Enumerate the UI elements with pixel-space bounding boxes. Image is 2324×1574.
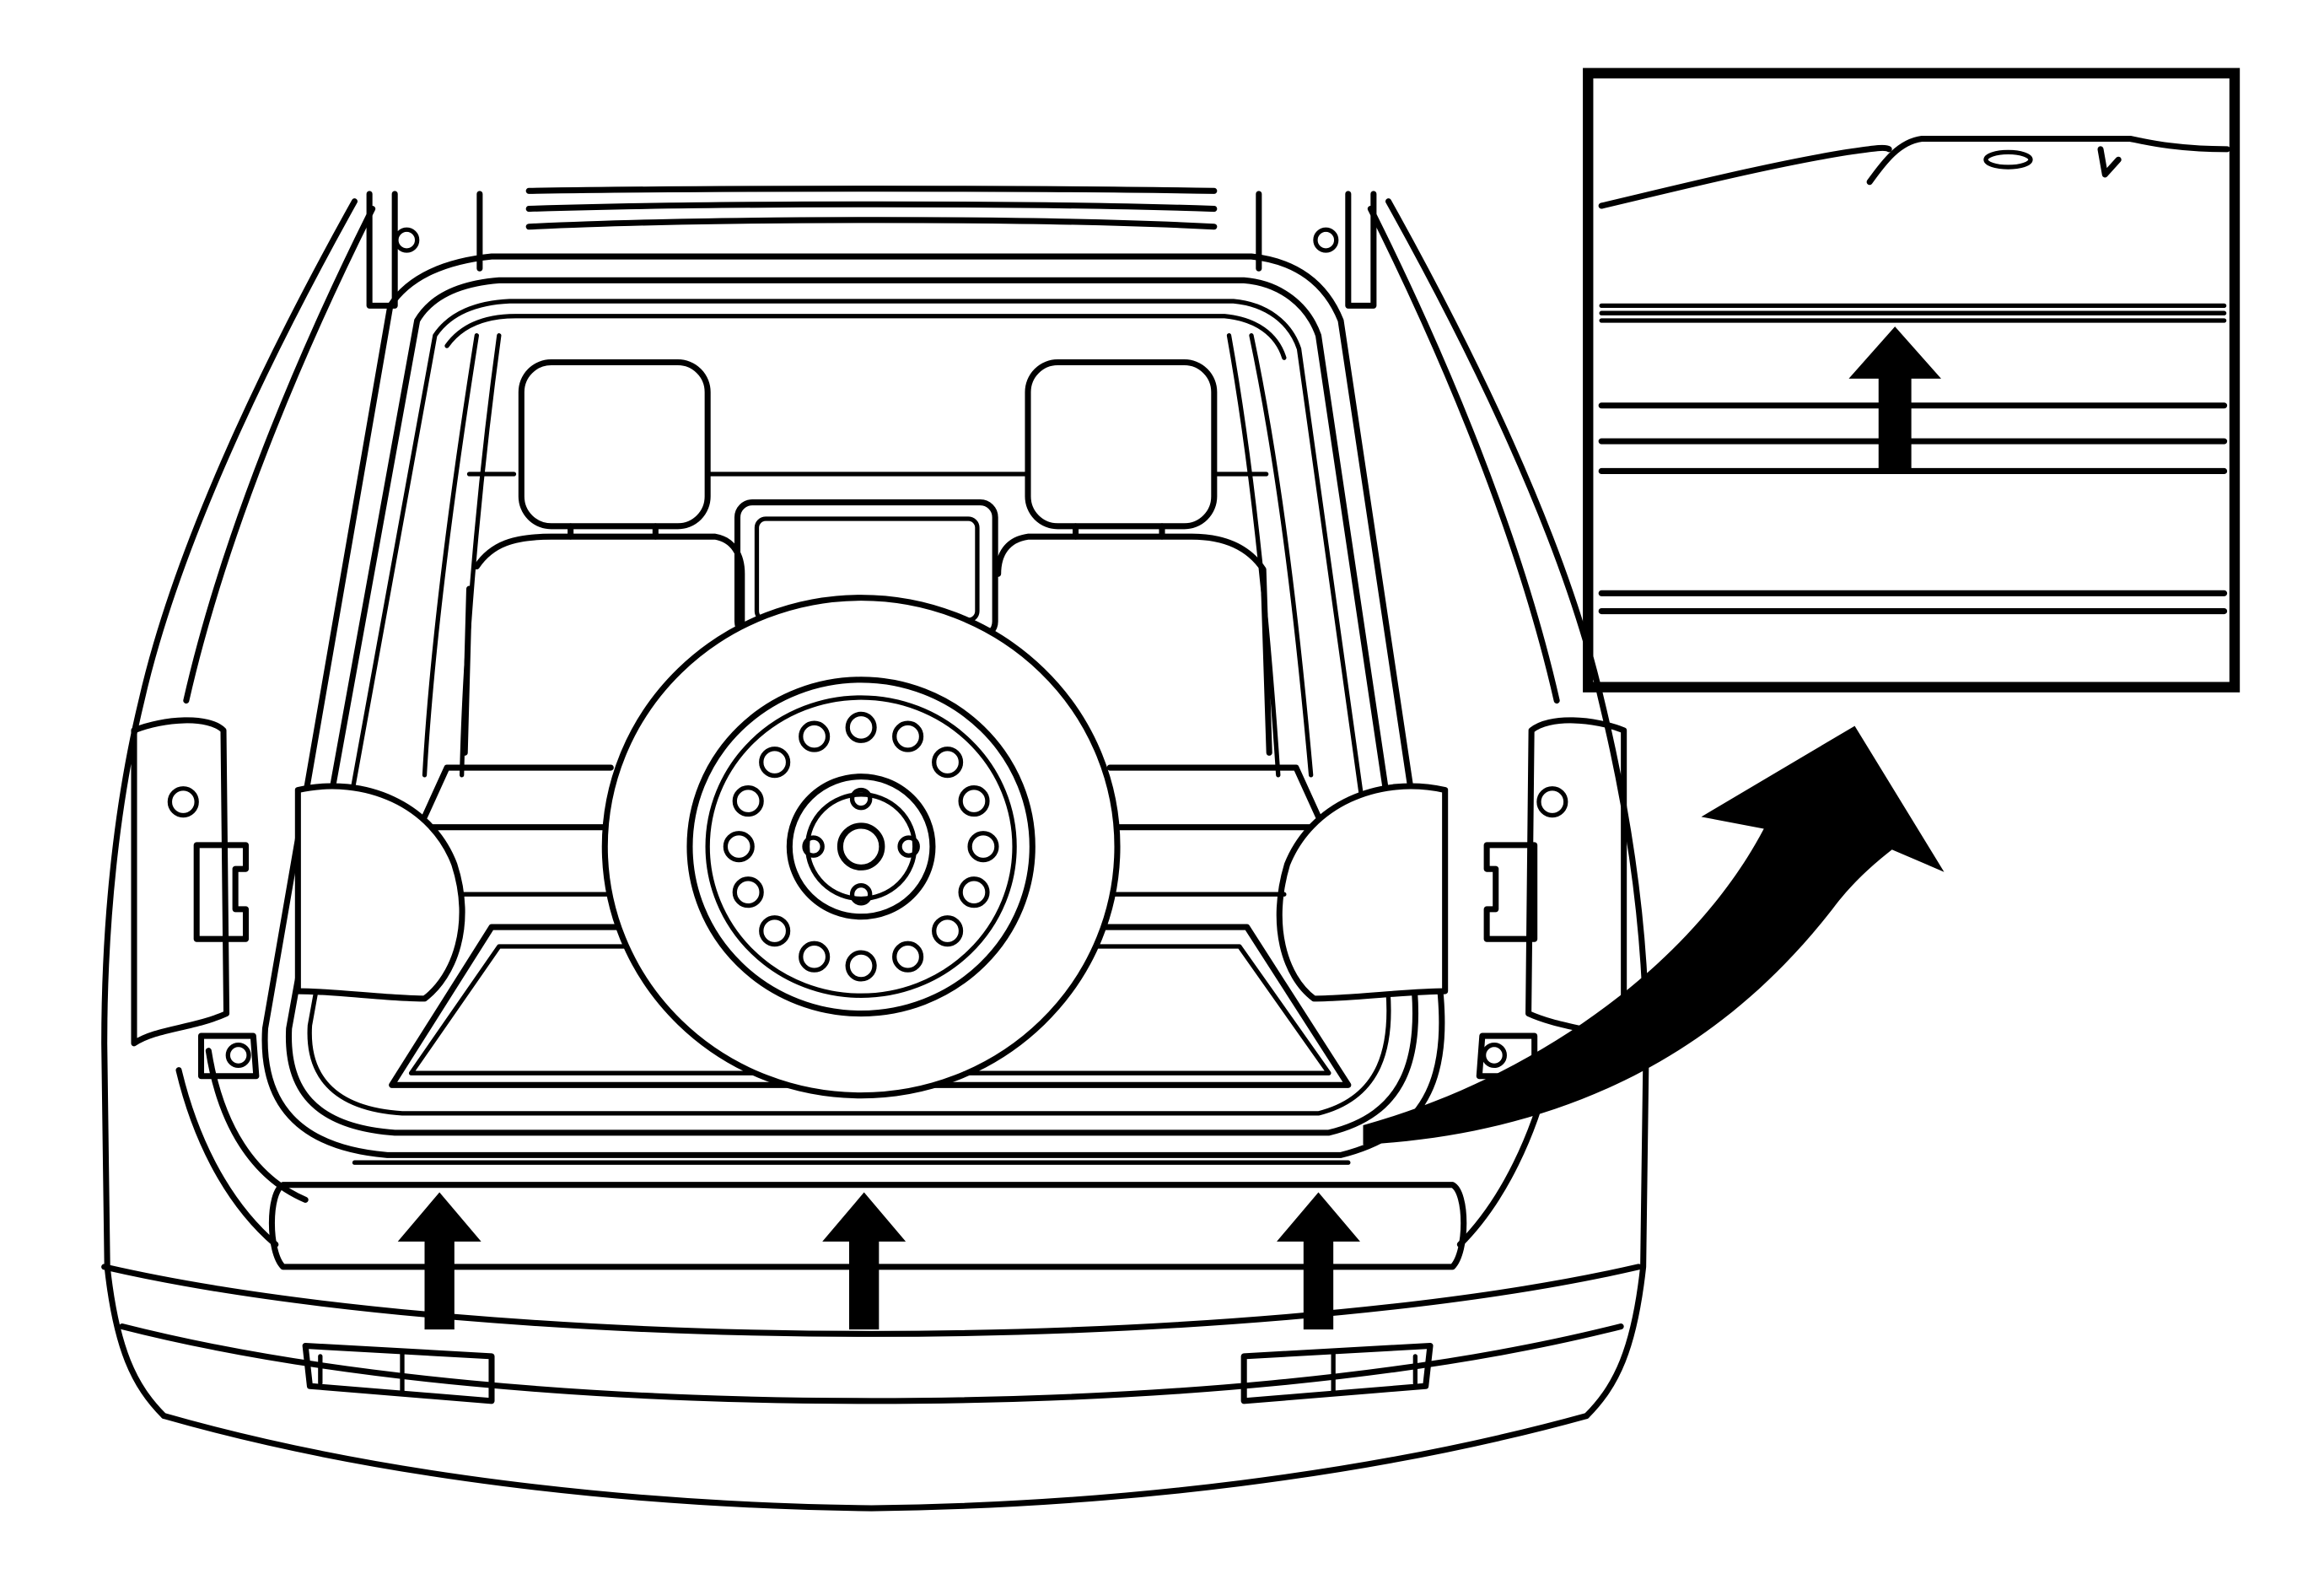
wheel-vent-holes [723,711,999,982]
left-panel-bolt [167,786,199,818]
inset-sill-edge-lines [1599,303,2227,323]
vent-hole [799,720,831,752]
opening-seal-2 [307,299,1391,1116]
right-body-outer-line [1385,198,1649,1420]
right-seatback [995,533,1272,756]
inset-frame [1583,67,2241,693]
wheel-rim-inner [705,695,1017,998]
right-seat-cushion [1106,764,1322,820]
arrow-up-icon-inset [1848,326,1941,474]
vent-hole [759,915,791,947]
left-seatback-side [461,585,473,756]
lug-nut-holes [802,787,920,906]
opening-outer-frame [261,253,1445,1158]
left-quarter-panel [131,717,230,1047]
wheel-hub-inner [804,792,917,902]
rear-bumper [101,1048,1642,1512]
vehicle-body [101,186,1649,1420]
left-reflector [302,1342,495,1404]
roof-line-3 [525,217,1218,230]
vent-hole [723,831,755,863]
opening-seal-1 [285,277,1419,1136]
wheel-hub [786,774,936,920]
right-headrest [1025,358,1218,530]
lug-hole [849,787,873,811]
left-headrest [518,358,711,530]
vent-hole [967,831,999,863]
left-seat-cushion [421,764,614,820]
vent-hole [932,915,964,947]
left-lower-bolt [225,1042,251,1069]
right-reflector-detail [1331,1350,1418,1396]
vent-hole [892,941,924,973]
inset-body-contour-2 [1866,135,2230,186]
right-wheel-well [1276,783,1449,1002]
roof-line-1 [525,186,1218,194]
left-lower-bracket [197,1032,260,1080]
vent-hole [732,876,764,908]
vent-hole [799,941,831,973]
lug-hole [849,882,873,906]
left-body-outer-line [101,198,358,1420]
right-hinge-bolt [1313,227,1339,253]
bumper-face-lower [119,1323,1624,1404]
center-bore [837,822,885,871]
tire-outer [601,595,1121,1099]
left-interior-trim [422,333,479,778]
arrow-up-icon-right [1277,1192,1360,1330]
right-striker-latch [1483,842,1538,942]
vent-hole [845,711,877,743]
right-lower-bolt [1481,1042,1507,1069]
left-body-inner-line [183,206,376,704]
removal-arrows [397,1192,1360,1330]
bumper-left-inner [205,1048,309,1203]
right-interior-trim [1249,333,1314,778]
inset-clip-icon [2097,146,2122,178]
left-hinge-bracket [366,191,398,309]
roof-line-2 [525,201,1218,213]
arrow-up-icon-left [397,1192,481,1330]
right-interior-trim-2 [1226,333,1281,778]
bumper-bottom [160,1413,1590,1512]
right-hinge-bracket [1345,191,1377,309]
left-wheel-well [294,783,465,1002]
lug-hole [802,835,825,858]
bumper-face-upper [101,1264,1642,1337]
left-hinge-bolt [394,227,420,253]
inset-body-contour [1598,144,1892,209]
inset-hole-icon [1983,149,2033,170]
right-panel-bolt [1536,786,1568,818]
arrow-up-icon-center [822,1192,906,1330]
vent-hole [845,950,877,982]
vent-hole [732,785,764,817]
sill-trim-panel [268,1182,1467,1270]
liftgate-opening [261,253,1445,1158]
right-reflector [1240,1342,1434,1404]
bumper-left-curve [175,1067,279,1248]
right-body-inner-line [1367,206,1560,704]
curved-callout-arrow-icon [1363,725,1945,1145]
spare-tire [601,595,1121,1099]
vent-hole [892,720,924,752]
interior [294,333,1449,1088]
vent-hole [958,876,990,908]
inset-trim-lines [1598,402,2228,615]
vent-hole [932,747,964,779]
left-striker-latch [193,842,250,942]
right-quarter-panel [1525,717,1627,1047]
detail-inset [1583,67,2241,693]
wheel-rim [686,676,1036,1017]
vent-hole [958,785,990,817]
opening-seal-3 [444,314,1287,360]
left-reflector-detail [318,1350,405,1396]
lug-hole [897,835,920,858]
vent-hole [759,747,791,779]
